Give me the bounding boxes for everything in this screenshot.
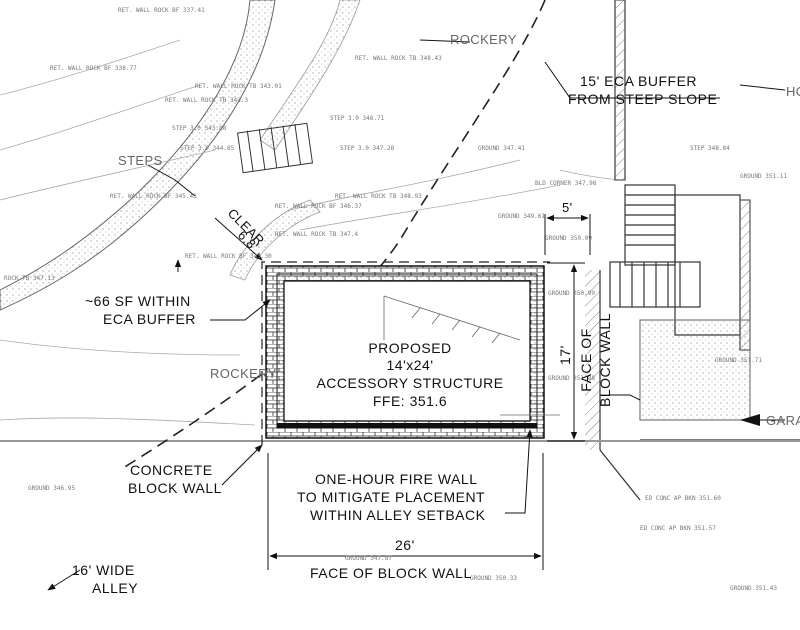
eca-buffer-title-line2: FROM STEEP SLOPE [568,91,717,107]
survey-point: STEP 348.84 [690,145,730,152]
survey-point: RET. WALL ROCK TB 348.43 [355,55,442,62]
structure-title-line4: FFE: 351.6 [373,393,447,409]
survey-point: RET. WALL ROCK BF 345.30 [185,253,272,260]
dimension-lines [214,214,591,570]
existing-building [585,0,800,501]
steps-label: STEPS [118,153,163,168]
face-of-block-wall-vertical-2: BLOCK WALL [597,313,613,407]
survey-point: GROUND 351.43 [730,585,777,592]
survey-point: GROUND 351.88 [548,375,595,382]
survey-point: RET. WALL ROCK BF 337.41 [118,7,205,14]
survey-point: GROUND 349.61 [498,213,545,220]
survey-point: RET. WALL ROCK TB 343.3 [165,97,248,104]
survey-point: ED CONC AP BKN 351.57 [640,525,716,532]
survey-point: STEP 3.0 346.71 [330,115,385,122]
height-17-dimension: 17' [557,345,573,365]
survey-point: GROUND 347.41 [478,145,525,152]
survey-point: RET. WALL ROCK TB 347.4 [275,231,358,238]
leader-lines [47,39,786,591]
survey-point: STEP 3.0 343.88 [172,125,227,132]
buffer-setback-dash [261,261,550,445]
survey-point: BLD CORNER 347.98 [535,180,597,187]
rockery-label-left: ROCKERY [210,366,277,381]
setback-5-dimension: 5' [562,200,573,215]
alley-width-line1: 16' WIDE [72,562,135,578]
face-of-block-wall-bottom: FACE OF BLOCK WALL [310,565,472,581]
rockery-band [0,0,276,311]
structure-title-line2: 14'x24' [387,357,434,373]
contour-lines [0,39,621,426]
survey-point: RET. WALL ROCK TB 343.01 [195,83,282,90]
survey-points: RET. WALL ROCK BF 337.41 RET. WALL ROCK … [4,7,787,592]
rockery-band-lower [229,199,321,281]
survey-point: GROUND 350.33 [470,575,517,582]
eca-buffer-line [119,0,546,471]
structure-title-line1: PROPOSED [368,340,451,356]
survey-point: GROUND 350.99 [548,290,595,297]
width-26-dimension: 26' [395,537,415,553]
eca-buffer-title-line1: 15' ECA BUFFER [580,73,697,89]
survey-point: GROUND 351.11 [740,173,787,180]
survey-point: RET. WALL ROCK BF 338.77 [50,65,137,72]
rockery-band-upper [259,0,361,151]
survey-point: GROUND 346.95 [28,485,75,492]
survey-point: ROCK TB 347.13 [4,275,55,282]
fire-wall-line1: ONE-HOUR FIRE WALL [315,471,478,487]
face-of-block-wall-vertical-1: FACE OF [578,328,594,391]
garage-edge-label: GARA [766,413,800,428]
fire-wall-line3: WITHIN ALLEY SETBACK [310,507,486,523]
survey-point: RET. WALL ROCK BF 346.37 [275,203,362,210]
survey-point: STEP 3.0 344.85 [180,145,235,152]
survey-point: STEP 3.0 347.28 [340,145,395,152]
concrete-block-wall-line1: CONCRETE [130,462,213,478]
garage-arrow-icon [740,414,760,426]
alley-width-line2: ALLEY [92,580,138,596]
proposed-structure [265,265,545,439]
rockery-label-top: ROCKERY [450,32,517,47]
within-buffer-line1: ~66 SF WITHIN [85,293,191,309]
house-edge-label: HO [786,84,800,99]
steps-symbol [236,122,314,174]
survey-point: RET. WALL ROCK TB 348.93 [335,193,422,200]
survey-point: GROUND 347.87 [345,555,392,562]
slope-hatch [383,295,560,416]
survey-point: GROUND 351.71 [715,357,762,364]
fire-wall-line2: TO MITIGATE PLACEMENT [297,489,485,505]
survey-point: GROUND 350.09 [545,235,592,242]
survey-point: ED CONC AP BKN 351.60 [645,495,721,502]
survey-point: RET. WALL ROCK BF 345.43 [110,193,197,200]
concrete-block-wall-line2: BLOCK WALL [128,480,222,496]
within-buffer-line2: ECA BUFFER [103,311,196,327]
structure-title-line3: ACCESSORY STRUCTURE [316,375,503,391]
